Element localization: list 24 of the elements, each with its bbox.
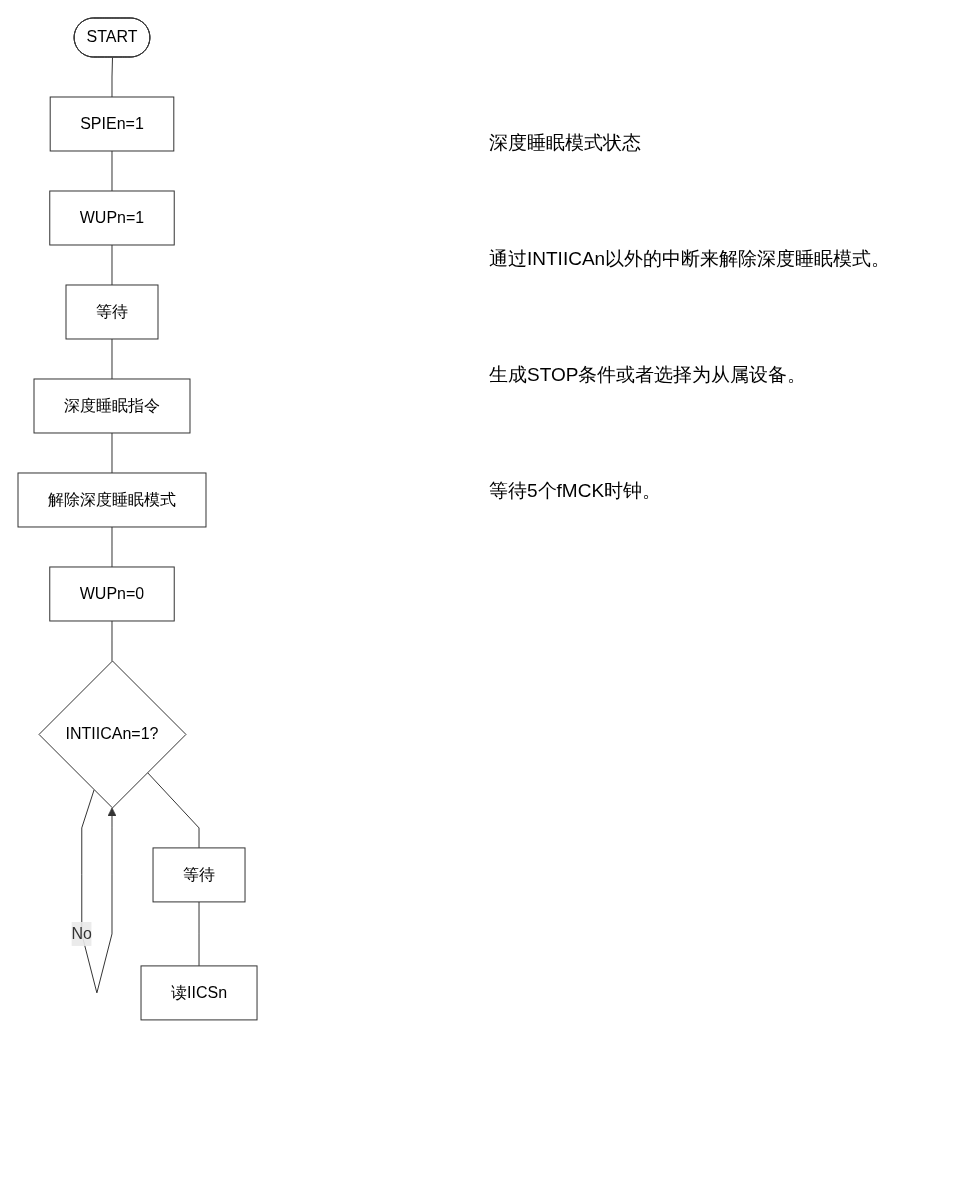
- note-text: 通过INTIICAn以外的中断来解除深度睡眠模式。: [489, 247, 892, 271]
- connector: [111, 150, 113, 192]
- connector: [111, 57, 113, 98]
- node-box: 等待: [152, 847, 246, 903]
- connector: [111, 244, 113, 286]
- node-box: 读IICSn: [140, 965, 258, 1021]
- node-box: SPIEn=1: [49, 96, 175, 152]
- connector: [111, 620, 113, 662]
- arrow: [81, 789, 117, 994]
- connector: [146, 772, 200, 849]
- node-box: 等待: [65, 284, 159, 340]
- note-text: 生成STOP条件或者选择为从属设备。: [489, 363, 808, 387]
- node-box: WUPn=1: [49, 190, 175, 246]
- connector: [111, 338, 113, 380]
- note-text: 深度睡眠模式状态: [489, 131, 642, 155]
- connector: [198, 901, 200, 967]
- edge-label: No: [71, 924, 92, 942]
- node-box: 解除深度睡眠模式: [17, 472, 207, 528]
- node-box: WUPn=0: [49, 566, 175, 622]
- note-text: 等待5个fMCK时钟。: [489, 479, 663, 503]
- node-box: 深度睡眠指令: [33, 378, 191, 434]
- node-diamond: INTIICAn=1?: [38, 660, 187, 809]
- connector: [111, 432, 113, 474]
- connector: [111, 526, 113, 568]
